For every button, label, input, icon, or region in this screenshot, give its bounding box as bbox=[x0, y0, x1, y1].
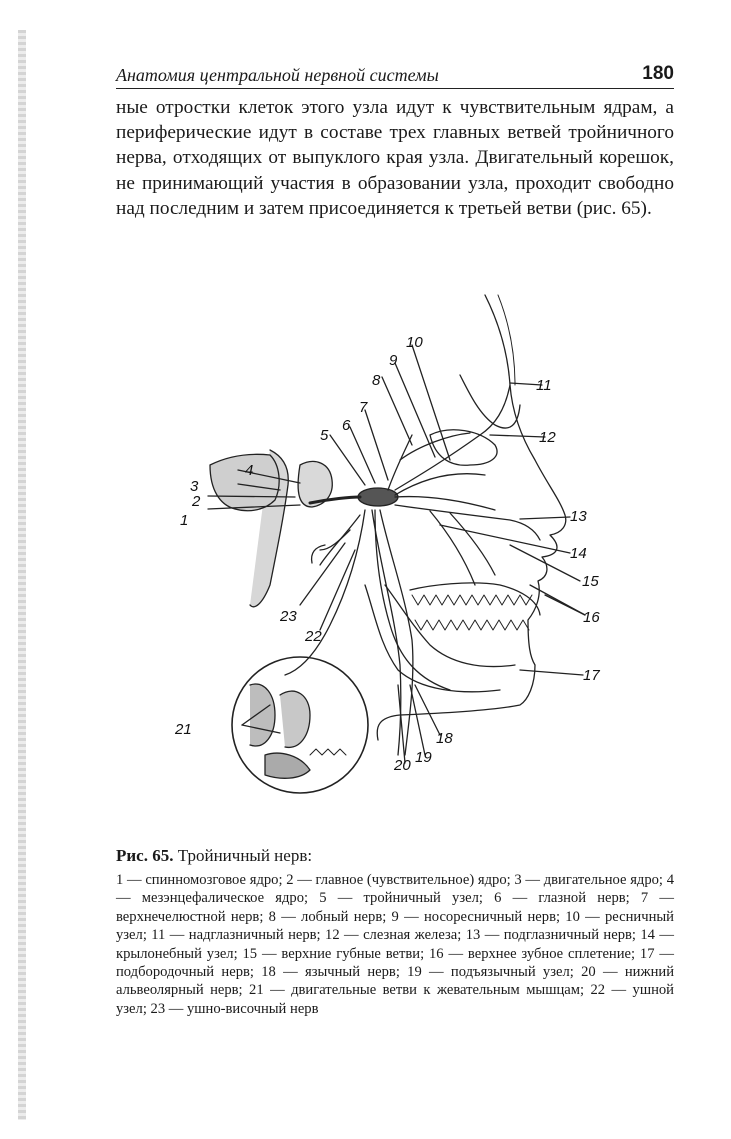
figure-labels: 4 3 2 1 5 6 7 8 9 10 11 12 13 14 15 16 1… bbox=[174, 334, 600, 774]
figure-label-16: 16 bbox=[583, 609, 600, 626]
figure-label-19: 19 bbox=[415, 749, 432, 766]
figure-label-15: 15 bbox=[582, 573, 599, 590]
figure-label-10: 10 bbox=[406, 334, 423, 351]
figure-label-8: 8 bbox=[372, 372, 381, 389]
figure-label-6: 6 bbox=[342, 417, 351, 434]
figure-label-5: 5 bbox=[320, 427, 329, 444]
figure-label-12: 12 bbox=[539, 429, 556, 446]
figure-drawing: 4 3 2 1 5 6 7 8 9 10 11 12 13 14 15 16 1… bbox=[150, 285, 620, 830]
figure-label-11: 11 bbox=[536, 377, 552, 394]
figure-label-14: 14 bbox=[570, 545, 587, 562]
running-header: Анатомия центральной нервной системы 180 bbox=[116, 62, 674, 89]
figure-title: Тройничный нерв: bbox=[178, 846, 312, 865]
page-number: 180 bbox=[642, 63, 674, 85]
figure-label-23: 23 bbox=[279, 608, 297, 625]
figure-number: Рис. 65. bbox=[116, 846, 173, 865]
figure-label-17: 17 bbox=[583, 667, 600, 684]
figure-label-2: 2 bbox=[191, 493, 201, 510]
figure-caption-title: Рис. 65. Тройничный нерв: bbox=[116, 846, 312, 866]
figure-label-4: 4 bbox=[245, 462, 253, 479]
figure-label-20: 20 bbox=[393, 757, 411, 774]
page-margin-shadow bbox=[18, 30, 26, 1120]
figure-label-1: 1 bbox=[180, 512, 188, 529]
trigeminal-nerve-figure: 4 3 2 1 5 6 7 8 9 10 11 12 13 14 15 16 1… bbox=[150, 285, 620, 830]
figure-label-13: 13 bbox=[570, 508, 587, 525]
face-profile bbox=[377, 295, 566, 740]
figure-caption-legend: 1 — спинномозговое ядро; 2 — главное (чу… bbox=[116, 871, 674, 1018]
header-title: Анатомия центральной нервной системы bbox=[116, 65, 439, 86]
figure-label-22: 22 bbox=[304, 628, 322, 645]
figure-label-7: 7 bbox=[359, 399, 368, 416]
figure-label-21: 21 bbox=[174, 721, 192, 738]
figure-label-9: 9 bbox=[389, 352, 398, 369]
figure-label-18: 18 bbox=[436, 730, 453, 747]
body-paragraph: ные отростки клеток этого узла идут к чу… bbox=[116, 95, 674, 221]
